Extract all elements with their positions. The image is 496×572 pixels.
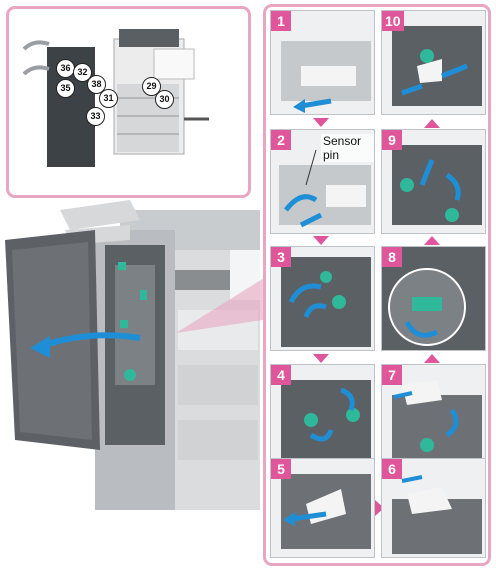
step-8-panel: 8 [381, 246, 486, 351]
step-4-panel: 4 [270, 364, 375, 469]
copier-icon [22, 29, 209, 167]
step-5-panel: 5 [270, 458, 375, 558]
callout-38: 38 [87, 75, 106, 94]
step-2-panel: 2 Sensor pin [270, 129, 375, 234]
step-number: 5 [271, 459, 291, 479]
callout-32: 32 [73, 63, 92, 82]
arrow-icon [313, 236, 329, 245]
main-machine-illustration [5, 200, 263, 510]
sensor-pin-label: Sensor pin [321, 134, 374, 162]
callout-31: 31 [99, 89, 118, 108]
arrow-icon [424, 119, 440, 128]
callout-29: 29 [142, 77, 161, 96]
step-number: 2 [271, 130, 291, 150]
step-3-panel: 3 [270, 246, 375, 351]
arrow-icon [313, 118, 329, 127]
callout-36: 36 [56, 59, 75, 78]
step-9-panel: 9 [381, 129, 486, 234]
step-number: 10 [382, 11, 404, 31]
step-6-panel: 6 [381, 458, 486, 558]
arrow-icon [375, 500, 384, 516]
step-number: 7 [382, 365, 402, 385]
step-number: 6 [382, 459, 402, 479]
callout-30: 30 [155, 90, 174, 109]
arrow-icon [424, 354, 440, 363]
step-number: 3 [271, 247, 291, 267]
step-number: 1 [271, 11, 291, 31]
callout-33: 33 [86, 107, 105, 126]
step-number: 8 [382, 247, 402, 267]
callout-35: 35 [56, 79, 75, 98]
arrow-icon [424, 236, 440, 245]
step-1-panel: 1 [270, 10, 375, 115]
step-number: 9 [382, 130, 402, 150]
step-10-panel: 10 [381, 10, 486, 115]
arrow-icon [313, 354, 329, 363]
step-number: 4 [271, 365, 291, 385]
copier-overview-inset: 36 32 35 38 31 33 29 30 [6, 6, 251, 198]
step-7-panel: 7 [381, 364, 486, 469]
